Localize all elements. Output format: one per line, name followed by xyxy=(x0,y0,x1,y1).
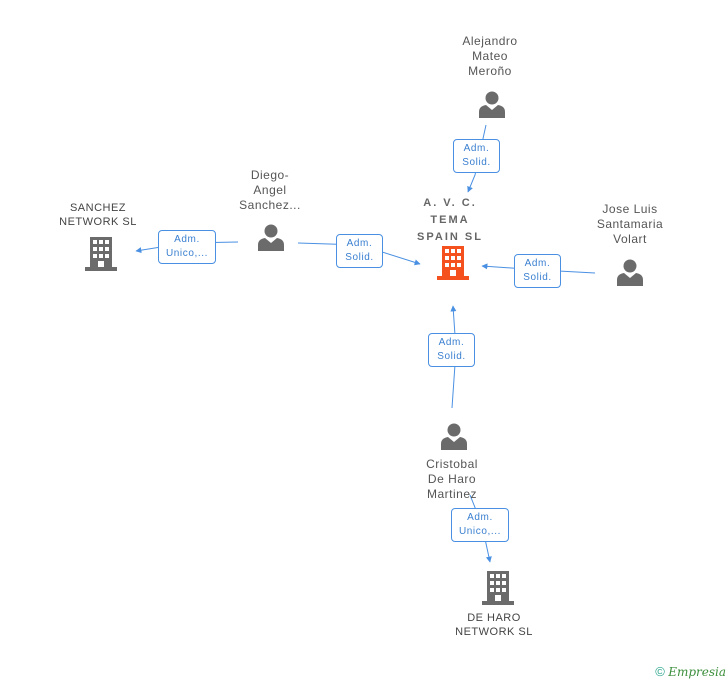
copyright-icon: © xyxy=(655,664,665,679)
center-building-icon[interactable] xyxy=(437,246,469,280)
person-label-jose[interactable]: Jose Luis Santamaria Volart xyxy=(596,202,664,246)
relation-type: Adm. xyxy=(438,337,465,348)
relation-detail: Solid. xyxy=(462,157,491,168)
relation-badge-diego[interactable]: Adm. Solid. xyxy=(336,234,383,268)
building-icon[interactable] xyxy=(85,237,117,271)
relation-badge-jose[interactable]: Adm. Solid. xyxy=(514,254,561,288)
relation-badge-cristobal[interactable]: Adm. Solid. xyxy=(428,333,475,367)
center-company-label[interactable]: A. V. C. TEMA SPAIN SL xyxy=(417,197,483,243)
building-icon[interactable] xyxy=(482,571,514,605)
relation-detail: Solid. xyxy=(437,351,466,362)
person-icon[interactable] xyxy=(441,423,467,451)
relation-type: Adm. xyxy=(467,512,493,523)
relation-detail: Solid. xyxy=(523,272,552,283)
relation-badge-sanchez[interactable]: Adm. Unico,... xyxy=(158,230,216,264)
relation-badge-alejandro[interactable]: Adm. Solid. xyxy=(453,139,500,173)
empresia-watermark: © Empresia xyxy=(655,664,726,679)
relation-badge-deharo[interactable]: Adm. Unico,... xyxy=(451,508,509,542)
person-label-cristobal[interactable]: Cristobal De Haro Martinez xyxy=(426,457,478,501)
person-icon[interactable] xyxy=(479,91,505,119)
person-icon[interactable] xyxy=(258,224,284,252)
relation-type: Adm. xyxy=(524,258,551,269)
relation-detail: Unico,... xyxy=(165,248,209,259)
relation-detail: Unico,... xyxy=(458,526,502,537)
relation-type: Adm. xyxy=(463,143,490,154)
relation-type: Adm. xyxy=(174,234,200,245)
relation-detail: Solid. xyxy=(345,252,374,263)
person-label-diego[interactable]: Diego- Angel Sanchez... xyxy=(239,168,301,212)
person-icon[interactable] xyxy=(617,259,643,287)
relation-type: Adm. xyxy=(346,238,373,249)
brand-name: Empresia xyxy=(668,665,726,679)
company-label-sanchez[interactable]: SANCHEZ NETWORK SL xyxy=(59,202,137,228)
person-label-alejandro[interactable]: Alejandro Mateo Meroño xyxy=(462,34,518,78)
company-label-deharo[interactable]: DE HARO NETWORK SL xyxy=(455,612,533,638)
